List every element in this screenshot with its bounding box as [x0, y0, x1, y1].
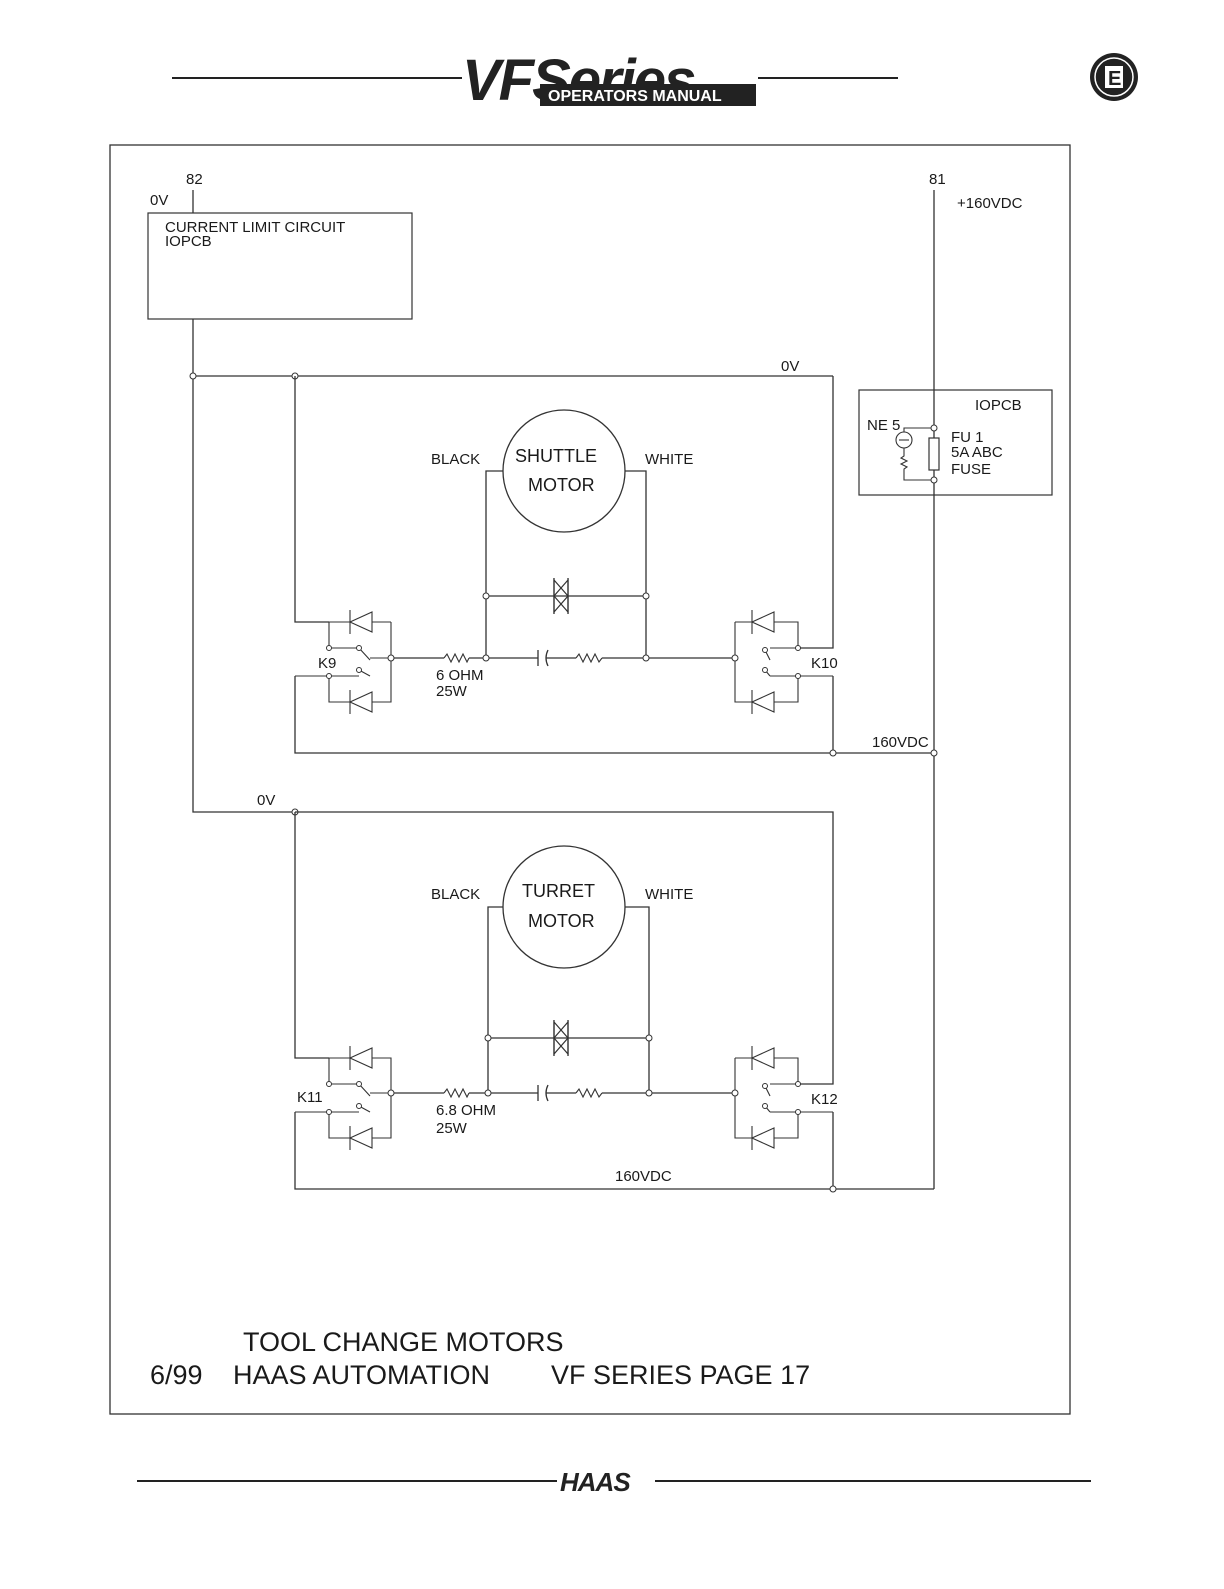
- shuttle-resistor-line1: 6 OHM: [436, 667, 484, 684]
- turret-motor-line2: MOTOR: [528, 911, 595, 931]
- turret-resistor-icon: [444, 1089, 469, 1097]
- zero-v-bus-wire: [193, 319, 295, 812]
- turret-resistor-line2: 25W: [436, 1120, 468, 1137]
- logo-sub-text: OPERATORS MANUAL: [548, 88, 722, 105]
- plus-160vdc-label: +160VDC: [957, 195, 1023, 212]
- shuttle-resistor-icon: [444, 654, 469, 662]
- turret-zero-v-label: 0V: [257, 792, 275, 809]
- current-limit-line2: IOPCB: [165, 233, 212, 250]
- k12-label: K12: [811, 1091, 838, 1108]
- header: VFSeries OPERATORS MANUAL E: [172, 48, 1138, 113]
- footer: HAAS: [137, 1467, 1091, 1497]
- fuse-icon: [929, 438, 939, 470]
- turret-motor-circuit: 0V 160VDC TURRET MOTOR BLACK WHITE: [257, 792, 934, 1192]
- fu1-line3: FUSE: [951, 461, 991, 478]
- shuttle-160vdc-label: 160VDC: [872, 734, 929, 751]
- shuttle-motor-line1: SHUTTLE: [515, 446, 597, 466]
- shuttle-motor-circuit: 0V 160VDC SHUTTLE MOTOR BLACK WHITE: [190, 358, 937, 756]
- k11-label: K11: [297, 1089, 323, 1106]
- section-e-badge-icon: E: [1090, 53, 1138, 101]
- caption-date: 6/99: [150, 1360, 203, 1390]
- k9-relay-icon: [295, 610, 394, 714]
- haas-footer-logo: HAAS: [560, 1467, 631, 1497]
- turret-motor-icon: [503, 846, 625, 968]
- vf-series-logo: VFSeries OPERATORS MANUAL: [462, 48, 756, 113]
- caption-company: HAAS AUTOMATION: [233, 1360, 490, 1390]
- turret-white-label: WHITE: [645, 886, 693, 903]
- caption-title: TOOL CHANGE MOTORS: [243, 1327, 564, 1357]
- ne5-label: NE 5: [867, 417, 900, 434]
- section-badge-letter: E: [1108, 68, 1121, 90]
- turret-black-label: BLACK: [431, 886, 480, 903]
- turret-resistor-line1: 6.8 OHM: [436, 1102, 496, 1119]
- current-limit-circuit-box: CURRENT LIMIT CIRCUIT IOPCB: [148, 190, 412, 319]
- zero-v-top-label: 0V: [150, 192, 168, 209]
- schematic-frame: [110, 145, 1070, 1414]
- k10-label: K10: [811, 655, 838, 672]
- k9-label: K9: [318, 655, 336, 672]
- shuttle-white-label: WHITE: [645, 451, 693, 468]
- turret-160vdc-label: 160VDC: [615, 1168, 672, 1185]
- iopcb-fuse-box: IOPCB NE 5 FU 1 5A ABC FUSE: [859, 390, 1052, 495]
- turret-motor-line1: TURRET: [522, 881, 595, 901]
- caption-page: VF SERIES PAGE 17: [551, 1360, 810, 1390]
- wire-82-label: 82: [186, 171, 203, 188]
- fu1-line2: 5A ABC: [951, 444, 1003, 461]
- wire-81-label: 81: [929, 171, 946, 188]
- shuttle-zero-v-label: 0V: [781, 358, 799, 375]
- schematic-caption: TOOL CHANGE MOTORS 6/99 HAAS AUTOMATION …: [150, 1327, 810, 1390]
- shuttle-motor-icon: [503, 410, 625, 532]
- iopcb-label: IOPCB: [975, 397, 1022, 414]
- shuttle-resistor-line2: 25W: [436, 683, 468, 700]
- shuttle-black-label: BLACK: [431, 451, 480, 468]
- shuttle-motor-line2: MOTOR: [528, 475, 595, 495]
